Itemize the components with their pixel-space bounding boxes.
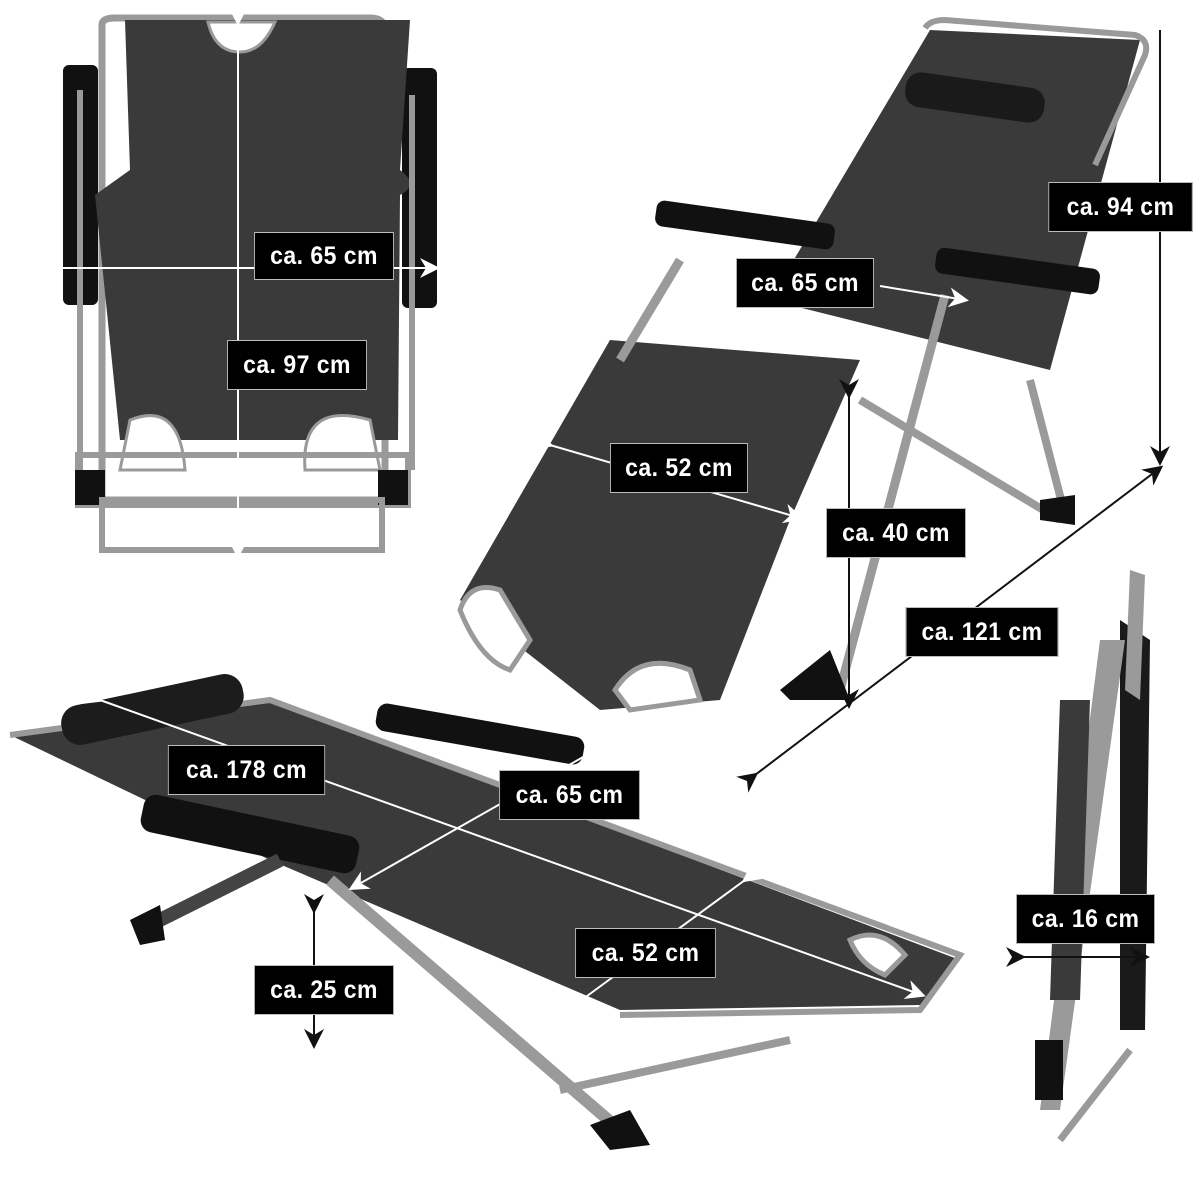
flat-armrest-width-label: ca. 65 cm — [499, 770, 640, 820]
front-width-label: ca. 65 cm — [254, 232, 394, 280]
reclined-view-chair — [457, 16, 1170, 793]
reclined-seat-height-label: ca. 40 cm — [826, 508, 966, 558]
flat-length-label: ca. 178 cm — [167, 745, 326, 795]
front-view-chair — [42, 6, 440, 559]
folded-thickness-label: ca. 16 cm — [1016, 894, 1155, 944]
front-height-label: ca. 97 cm — [227, 340, 367, 390]
reclined-armrest-width-label: ca. 65 cm — [736, 258, 874, 308]
flat-bed-height-label: ca. 25 cm — [254, 965, 394, 1015]
reclined-depth-label: ca. 121 cm — [905, 607, 1059, 657]
reclined-backrest-height-label: ca. 94 cm — [1048, 182, 1193, 232]
flat-view-chair — [9, 674, 965, 1150]
reclined-seat-width-label: ca. 52 cm — [610, 443, 748, 493]
flat-bed-width-label: ca. 52 cm — [575, 928, 716, 978]
